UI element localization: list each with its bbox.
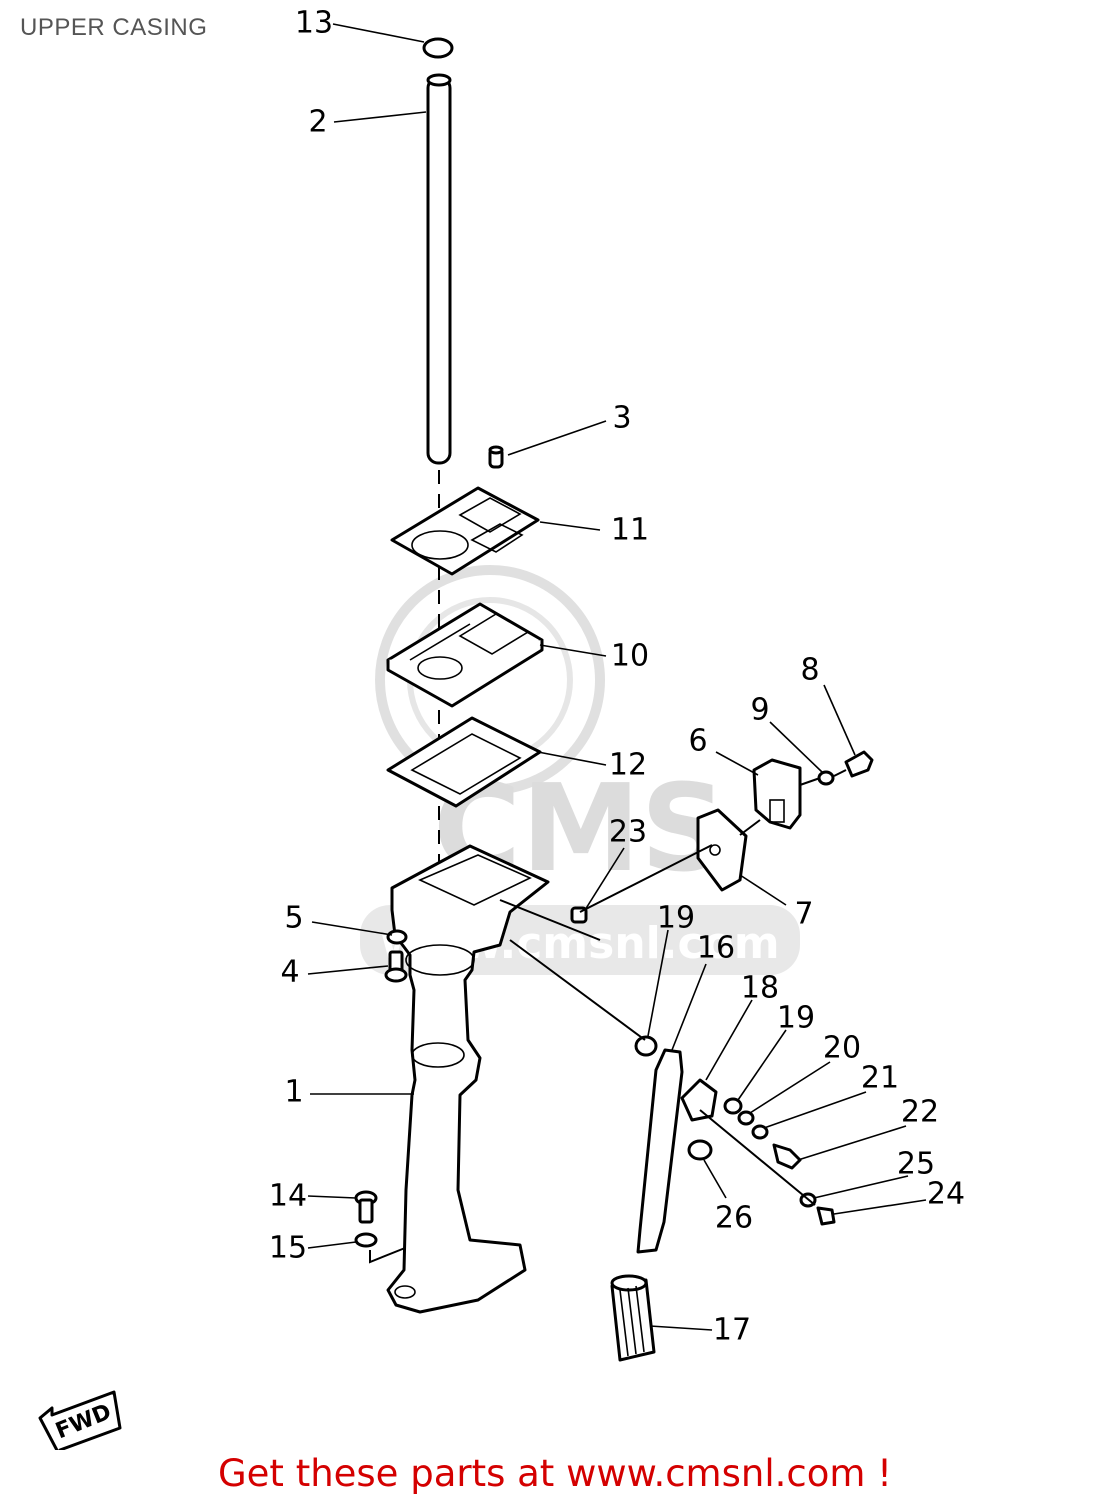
callout-19-upper: 19 — [657, 901, 695, 936]
part-3-dowel-pin — [488, 445, 504, 469]
part-26-knob — [687, 1139, 713, 1161]
assembly-lines — [369, 769, 847, 1264]
callout-4: 4 — [280, 955, 299, 990]
callout-6: 6 — [688, 724, 707, 759]
callout-9: 9 — [750, 693, 769, 728]
part-6-bracket — [752, 758, 802, 830]
callout-15: 15 — [269, 1231, 307, 1266]
callout-11: 11 — [611, 513, 649, 548]
part-9-washer — [817, 770, 835, 786]
part-22-bolt — [772, 1143, 802, 1170]
callout-23: 23 — [609, 815, 647, 850]
callout-10: 10 — [611, 639, 649, 674]
callout-17: 17 — [713, 1313, 751, 1348]
part-8-screw — [844, 750, 874, 778]
callout-19-lower: 19 — [777, 1001, 815, 1036]
part-24-pin — [816, 1206, 836, 1226]
exploded-parts-diagram: CMS www.cmsnl.com — [38, 6, 965, 1450]
part-13-o-ring — [422, 37, 454, 59]
part-19-washer-a — [634, 1035, 658, 1057]
callout-3: 3 — [612, 401, 631, 436]
part-1-upper-casing — [386, 844, 550, 1314]
part-16-lever — [636, 1048, 684, 1254]
callout-13: 13 — [295, 6, 333, 41]
part-18-link — [680, 1078, 718, 1122]
part-15-washer — [354, 1232, 378, 1248]
part-20-washer — [737, 1110, 755, 1126]
part-21-spring-washer — [751, 1124, 769, 1140]
part-11-gasket — [390, 486, 540, 576]
callout-1: 1 — [284, 1075, 303, 1110]
part-2-water-tube — [426, 73, 452, 465]
callout-26: 26 — [715, 1201, 753, 1236]
part-10-plate — [386, 602, 544, 708]
callout-7: 7 — [794, 897, 813, 932]
part-5-washer — [386, 929, 408, 945]
part-4-bolt — [384, 950, 408, 983]
callout-14: 14 — [269, 1179, 307, 1214]
part-7-plate — [696, 808, 748, 892]
part-14-bolt — [354, 1190, 378, 1224]
page-title: UPPER CASING — [20, 14, 208, 41]
part-19-washer-b — [723, 1097, 743, 1115]
callout-labels: 13 2 3 11 10 8 9 6 12 23 7 5 19 16 4 18 … — [269, 6, 965, 1348]
callout-21: 21 — [861, 1061, 899, 1096]
leader-lines — [307, 23, 927, 1331]
callout-16: 16 — [697, 931, 735, 966]
callout-25: 25 — [897, 1147, 935, 1182]
fwd-arrow-icon: FWD — [38, 1390, 122, 1450]
callout-2: 2 — [308, 105, 327, 140]
callout-8: 8 — [800, 653, 819, 688]
callout-5: 5 — [284, 901, 303, 936]
callout-12: 12 — [609, 748, 647, 783]
part-17-grip — [610, 1274, 656, 1362]
callout-22: 22 — [901, 1095, 939, 1130]
callout-24: 24 — [927, 1177, 965, 1212]
footer-promo-text[interactable]: Get these parts at www.cmsnl.com ! — [217, 1452, 892, 1495]
callout-20: 20 — [823, 1031, 861, 1066]
callout-18: 18 — [741, 971, 779, 1006]
